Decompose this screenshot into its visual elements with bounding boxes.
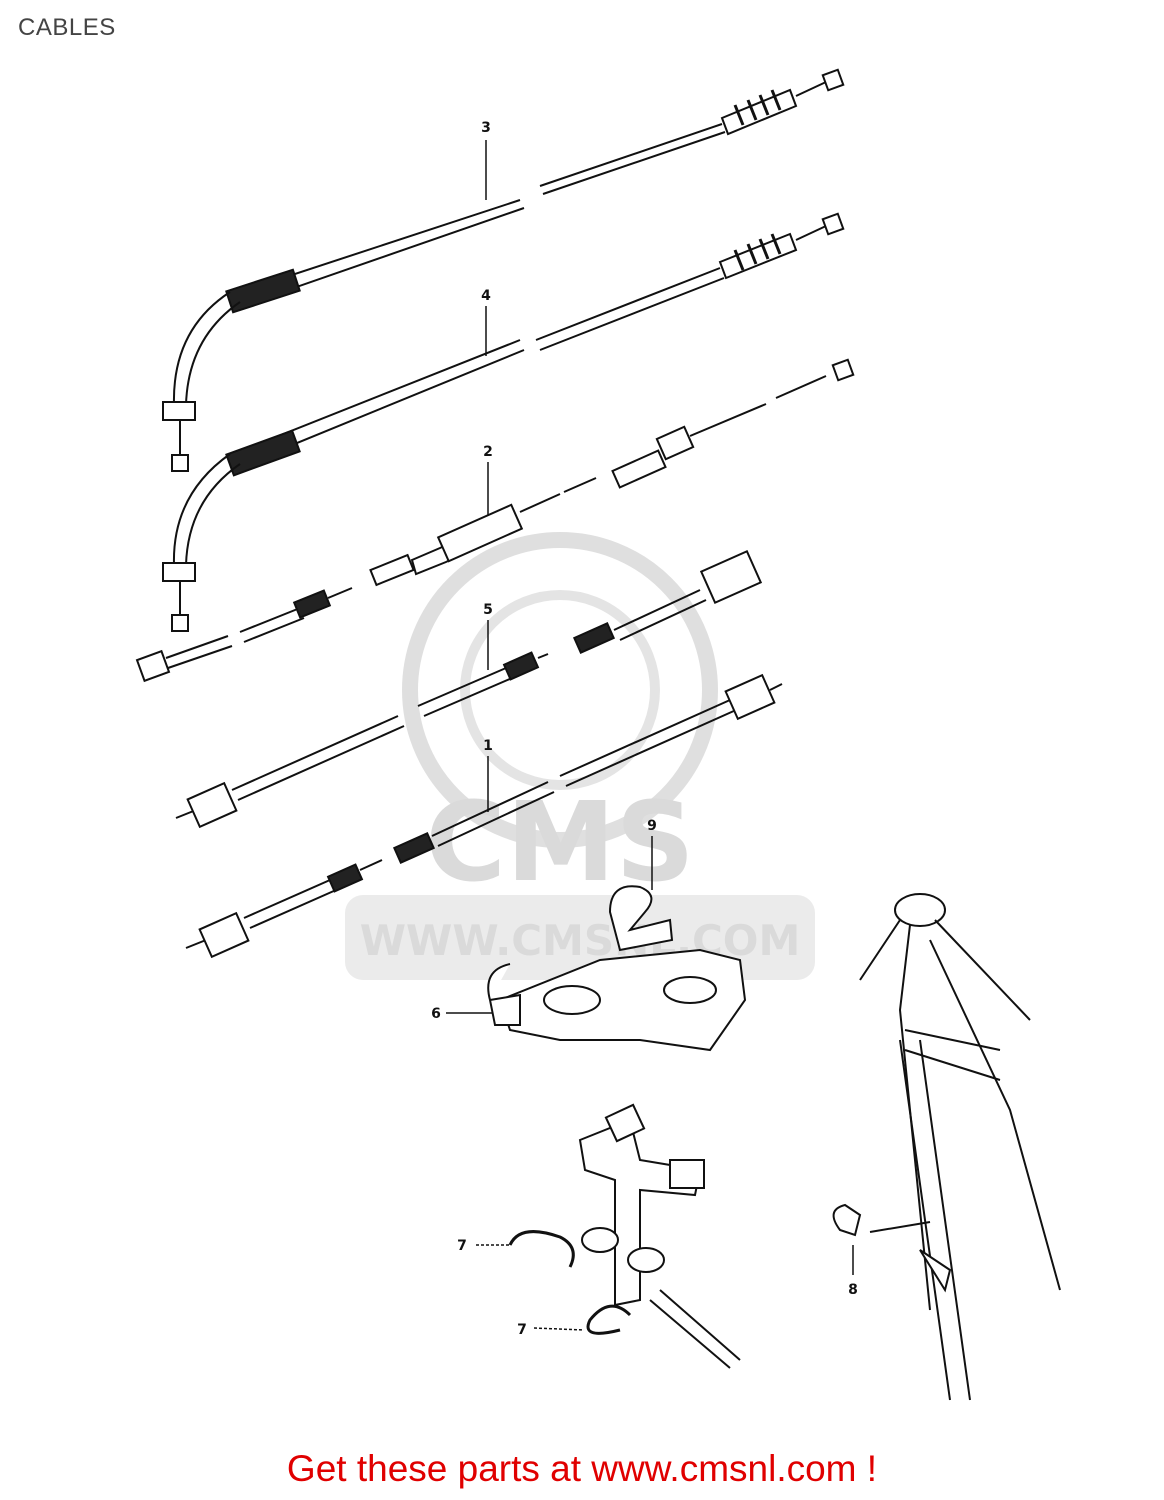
callout-8: 8 xyxy=(848,1282,858,1298)
frame xyxy=(832,893,1061,1401)
callout-4: 4 xyxy=(481,288,491,304)
parts-diagram: CMS WWW.CMSNL.COM xyxy=(135,68,1061,1401)
clip-9 xyxy=(608,885,674,952)
cable-1 xyxy=(185,673,783,959)
clip-7-lower xyxy=(586,1304,632,1335)
callout-9: 9 xyxy=(647,818,657,834)
cable-3 xyxy=(162,68,845,472)
lower-bracket xyxy=(508,1103,741,1369)
callout-7-lower: 7 xyxy=(517,1322,527,1338)
callout-5: 5 xyxy=(483,602,493,618)
watermark-mascot-icon xyxy=(402,532,718,848)
cable-2 xyxy=(135,358,855,683)
callout-2: 2 xyxy=(483,444,493,460)
cable-4 xyxy=(162,212,845,632)
clip-8 xyxy=(832,1203,862,1237)
callout-6: 6 xyxy=(431,1006,441,1022)
clip-7-upper xyxy=(508,1230,575,1268)
page-title: CABLES xyxy=(18,14,116,41)
upper-bracket xyxy=(487,885,747,1052)
watermark: CMS WWW.CMSNL.COM xyxy=(345,532,815,980)
callout-1: 1 xyxy=(483,738,493,754)
callout-7-upper: 7 xyxy=(457,1238,467,1254)
cable-5 xyxy=(175,549,763,829)
footer-parts-link[interactable]: Get these parts at www.cmsnl.com ! xyxy=(286,1448,878,1489)
clip-6 xyxy=(487,963,521,1026)
callout-3: 3 xyxy=(481,120,491,136)
watermark-brand: CMS xyxy=(425,778,694,906)
